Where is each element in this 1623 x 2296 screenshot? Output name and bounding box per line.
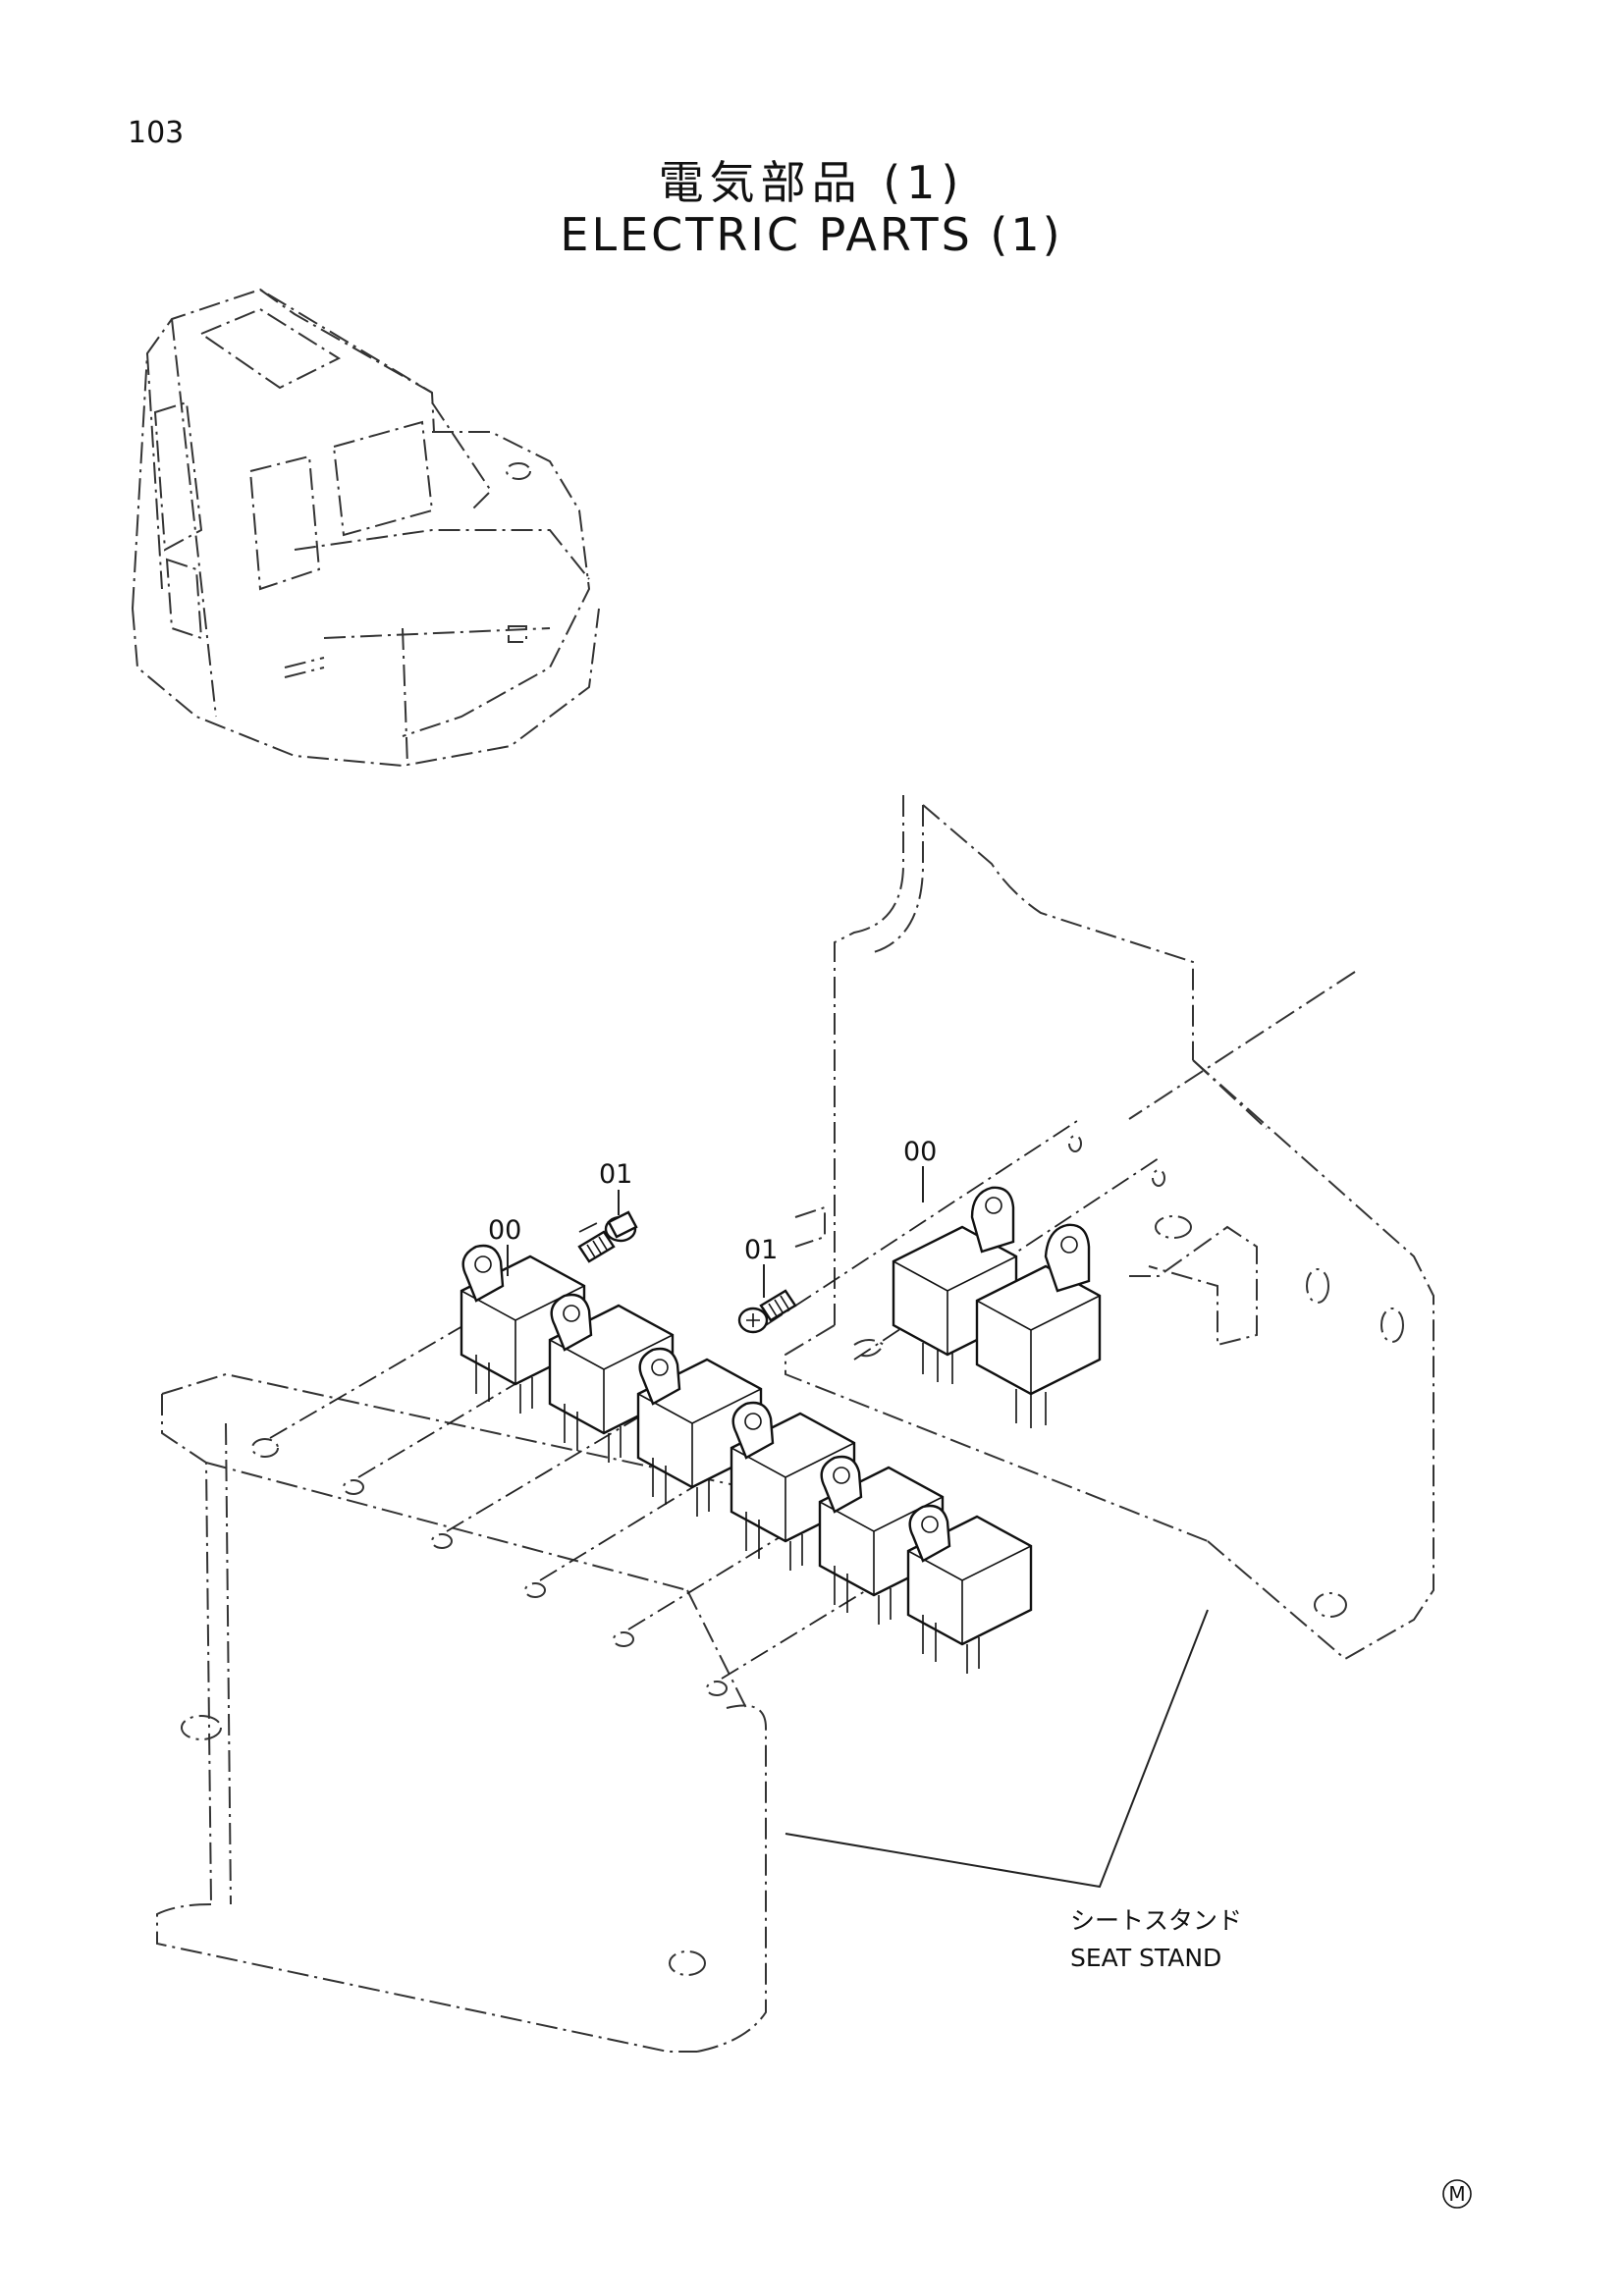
seat-stand-callout: シートスタンド SEAT STAND — [784, 1609, 1242, 1972]
relay-pair-right — [892, 1186, 1102, 1428]
relay-bank-left — [460, 1244, 1033, 1674]
relay-unit — [975, 1223, 1102, 1428]
svg-text:M: M — [1448, 2182, 1465, 2206]
relay-unit — [906, 1504, 1033, 1674]
relay-unit — [636, 1347, 763, 1517]
page-title-english: ELECTRIC PARTS (1) — [560, 208, 1063, 261]
page-number: 103 — [128, 116, 185, 150]
seat-stand-right-bracket — [784, 795, 1434, 1661]
callout-relay-left: 00 — [488, 1215, 521, 1276]
callout-screw-left: 01 — [599, 1159, 632, 1215]
svg-text:01: 01 — [599, 1159, 632, 1190]
circled-m-mark: M — [1442, 2179, 1472, 2209]
svg-text:00: 00 — [488, 1215, 521, 1246]
screw-right — [737, 1289, 797, 1334]
svg-text:シートスタンド: シートスタンド — [1070, 1906, 1242, 1935]
seat-stand-left-bracket — [156, 1372, 993, 2053]
page-title-japanese: 電気部品 (1) — [658, 156, 965, 209]
machine-overview-illustration — [132, 288, 600, 768]
screw-left — [577, 1210, 638, 1263]
callout-relay-right: 00 — [903, 1137, 937, 1202]
callout-screw-right: 01 — [744, 1235, 778, 1298]
svg-text:01: 01 — [744, 1235, 778, 1265]
svg-text:00: 00 — [903, 1137, 937, 1167]
svg-text:SEAT STAND: SEAT STAND — [1070, 1944, 1221, 1972]
